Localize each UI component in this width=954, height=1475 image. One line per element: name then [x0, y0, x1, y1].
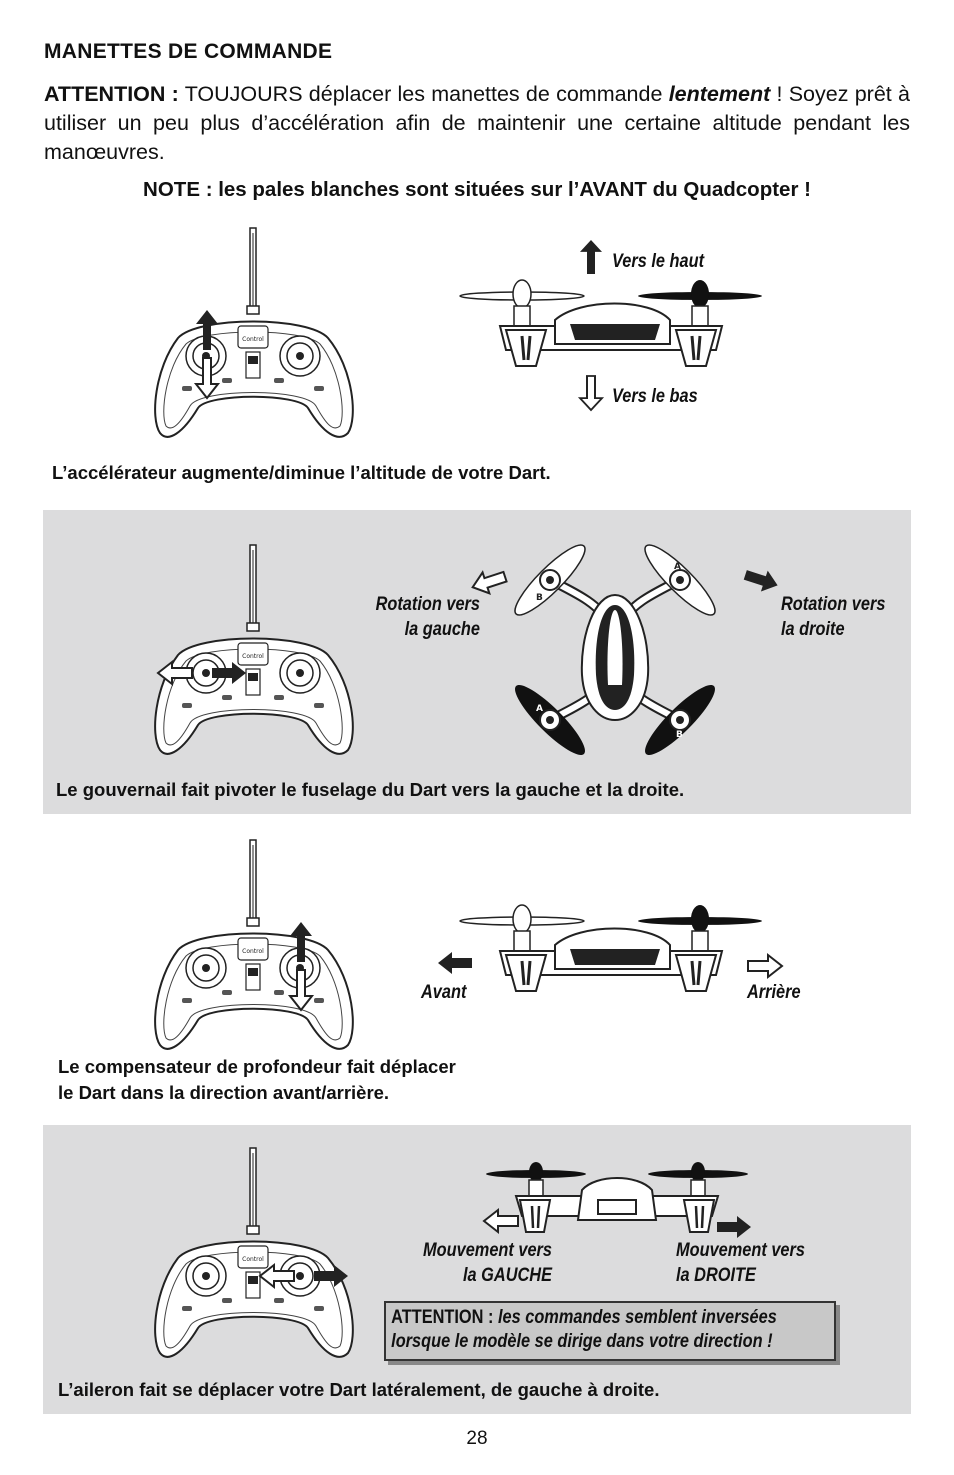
move-left-arrow-icon: [483, 1209, 519, 1233]
attention-emphasis: lentement: [668, 82, 771, 106]
inverted-controls-warning: ATTENTION : les commandes semblent inver…: [384, 1301, 836, 1361]
throttle-caption: L’accélérateur augmente/diminue l’altitu…: [52, 462, 551, 483]
attention-text-after: ! Soyez prêt à utiliser un peu plus d’ac…: [44, 82, 910, 164]
throttle-drone-side-illustration: [458, 278, 764, 368]
attention-text-before: TOUJOURS déplacer les manettes de comman…: [184, 82, 663, 106]
move-right-label: Mouvement vers la DROITE: [676, 1240, 805, 1286]
prop-label-front-left: B: [536, 593, 543, 603]
rudder-drone-top-illustration: B A A B: [514, 544, 716, 755]
prop-label-rear-left: A: [536, 704, 543, 714]
elevator-caption: Le compensateur de profondeur fait dépla…: [58, 1056, 456, 1103]
back-label: Arrière: [747, 982, 801, 1003]
warning-line-1: les commandes semblent inversées: [497, 1307, 777, 1328]
prop-label-rear-right: B: [676, 730, 683, 740]
up-arrow-icon: [580, 240, 602, 274]
rotate-right-arrow-icon: [741, 564, 782, 596]
move-left-label: Mouvement vers la GAUCHE: [423, 1240, 552, 1286]
aileron-caption: L’aileron fait se déplacer votre Dart la…: [58, 1379, 660, 1400]
rotate-left-label: Rotation vers la gauche: [375, 594, 480, 640]
front-blades-note: NOTE : les pales blanches sont situées s…: [143, 178, 811, 201]
down-arrow-icon: [579, 375, 603, 411]
aileron-transmitter-illustration: [154, 1147, 354, 1358]
down-label: Vers le bas: [612, 386, 698, 407]
aileron-drone-front-illustration: [486, 1162, 748, 1233]
rotate-right-label: Rotation vers la droite: [781, 594, 886, 640]
attention-paragraph: ATTENTION : TOUJOURS déplacer les manett…: [44, 80, 910, 167]
warning-line-2: lorsque le modèle se dirige dans votre d…: [391, 1331, 773, 1352]
up-label: Vers le haut: [612, 251, 705, 272]
attention-label: ATTENTION :: [44, 82, 179, 106]
throttle-transmitter-illustration: [154, 227, 354, 438]
forward-label: Avant: [421, 982, 467, 1003]
rudder-caption: Le gouvernail fait pivoter le fuselage d…: [56, 779, 685, 800]
prop-label-front-right: A: [674, 562, 681, 572]
back-arrow-icon: [747, 954, 783, 978]
move-right-arrow-icon: [717, 1216, 751, 1238]
elevator-transmitter-illustration: [154, 839, 354, 1050]
forward-arrow-icon: [438, 952, 472, 974]
page-heading: MANETTES DE COMMANDE: [44, 40, 333, 63]
page-number: 28: [466, 1428, 488, 1449]
rudder-transmitter-illustration: [154, 544, 354, 755]
elevator-drone-side-illustration: [458, 903, 764, 993]
warning-label: ATTENTION :: [391, 1307, 494, 1328]
